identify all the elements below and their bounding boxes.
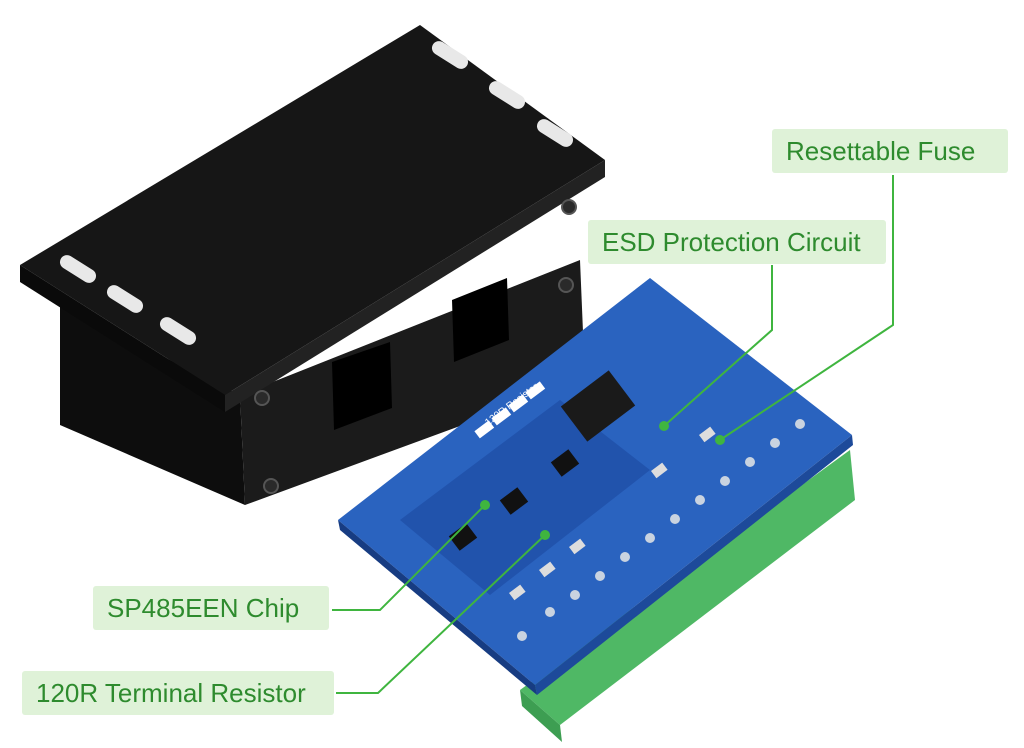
green-terminal-blocks: [520, 450, 855, 742]
pcb-board: 120R Resistor: [338, 278, 853, 695]
callout-resettable-fuse: Resettable Fuse: [772, 129, 1008, 173]
leader-lines: [332, 175, 894, 694]
metal-enclosure: [20, 25, 605, 505]
callout-sp485-chip: SP485EEN Chip: [93, 586, 329, 630]
callout-terminal-resistor: 120R Terminal Resistor: [22, 671, 334, 715]
leader-dots: [480, 421, 725, 540]
callout-esd-protection: ESD Protection Circuit: [588, 220, 886, 264]
